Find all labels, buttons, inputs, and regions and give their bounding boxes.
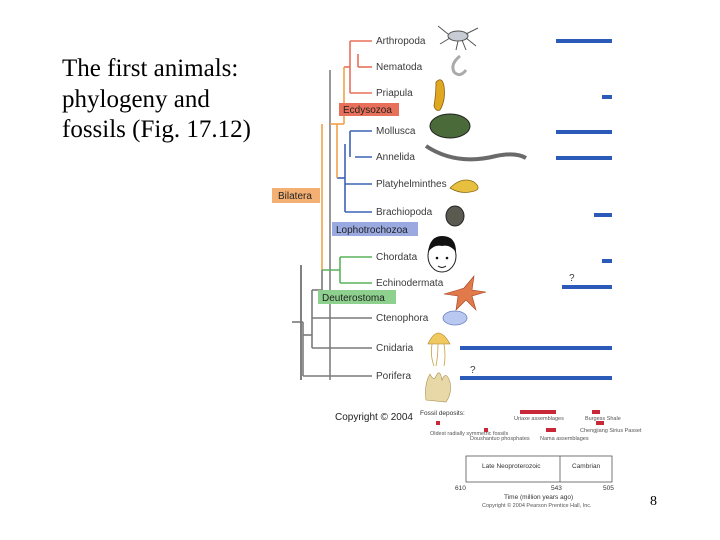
figure-credit: Copyright © 2004 Pearson Prentice Hall, … (482, 502, 592, 509)
nematode-illustration (451, 54, 468, 77)
taxon-ctenophora: Ctenophora (376, 313, 429, 324)
deuterostoma-box (318, 290, 396, 304)
flatworm-illustration (449, 179, 479, 193)
deposit-marker-burgess (592, 410, 600, 414)
timescale-box (465, 455, 613, 483)
range-bar-echinodermata (562, 285, 612, 289)
taxon-cnidaria: Cnidaria (376, 343, 414, 354)
timescale-tick-543: 543 (551, 485, 562, 492)
ecdysozoa-box (339, 103, 399, 116)
deposit-marker-oldest (436, 421, 440, 425)
mollusc-illustration (429, 113, 471, 139)
unknown-mark-porifera: ? (470, 365, 476, 376)
legend-burgess: Burgess Shale (585, 416, 621, 422)
range-bar-chordata (602, 259, 612, 263)
slide-page-number: 8 (650, 494, 657, 509)
deuterostoma-branches (322, 256, 372, 284)
timescale-tick-610: 610 (455, 485, 466, 492)
lophotrochozoa-branches (337, 130, 372, 213)
taxon-nematoda: Nematoda (376, 62, 423, 73)
clade-ecdysozoa: Ecdysozoa (343, 105, 392, 116)
deposit-marker-chengjiang (596, 421, 604, 425)
timescale-cambrian: Cambrian (572, 463, 601, 470)
ctenophore-illustration (442, 310, 468, 326)
legend-uriaxe: Uriaxe assemblages (514, 416, 564, 422)
clade-lophotrochozoa: Lophotrochozoa (336, 225, 408, 236)
timescale-tick-505: 505 (603, 485, 614, 492)
annelid-illustration (424, 144, 528, 162)
jellyfish-illustration (427, 332, 451, 367)
timescale-late-neoproterozoic: Late Neoproterozoic (482, 463, 541, 470)
ecdysozoa-branches (344, 40, 372, 94)
deposit-marker-nama (546, 428, 556, 432)
range-bar-annelida (556, 156, 612, 160)
taxon-arthropoda: Arthropoda (376, 36, 426, 47)
range-bar-cnidaria (460, 346, 612, 350)
sponge-illustration (425, 372, 451, 403)
legend-chengjiang: Chengjiang Sirius Passet (580, 428, 642, 434)
taxon-brachiopoda: Brachiopoda (376, 207, 433, 218)
deposit-marker-doushantuo (484, 428, 488, 432)
legend-oldest-radial: Oldest radially symmetric fossils (430, 431, 508, 437)
basal-branches (292, 270, 372, 377)
slide-title: The first animals: phylogeny and fossils… (62, 55, 251, 143)
unknown-mark-echinodermata: ? (569, 273, 575, 284)
range-bars (460, 39, 612, 380)
deposit-markers (436, 410, 604, 432)
arthropod-illustration (437, 25, 479, 51)
priapulid-illustration (433, 79, 445, 111)
taxon-platyhelminthes: Platyhelminthes (376, 179, 447, 190)
taxon-chordata: Chordata (376, 252, 418, 263)
timescale-axis-label: Time (million years ago) (504, 494, 573, 501)
bilatera-branches (321, 67, 345, 270)
range-bar-mollusca (556, 130, 612, 134)
taxon-mollusca: Mollusca (376, 126, 416, 137)
taxon-priapula: Priapula (376, 88, 413, 99)
taxon-annelida: Annelida (376, 152, 415, 163)
bilatera-box (272, 188, 320, 203)
legend-doushantuo: Doushantuo phosphates (470, 436, 530, 442)
starfish-illustration (443, 274, 487, 312)
taxon-porifera: Porifera (376, 371, 411, 382)
range-bar-brachiopoda (594, 213, 612, 217)
range-bar-priapula (602, 95, 612, 99)
brachiopod-illustration (445, 205, 465, 227)
copyright-text: Copyright © 2004 (335, 412, 413, 423)
taxon-echinodermata: Echinodermata (376, 278, 444, 289)
legend-nama: Nama assemblages (540, 436, 589, 442)
lophotrochozoa-box (332, 222, 418, 236)
clade-bilatera: Bilatera (278, 191, 312, 202)
range-bar-porifera (460, 376, 612, 380)
fossil-deposits-label: Fossil deposits: (420, 410, 465, 417)
human-face-illustration (427, 236, 457, 273)
range-bar-arthropoda (556, 39, 612, 43)
clade-deuterostoma: Deuterostoma (322, 293, 385, 304)
deposit-marker-uriaxe (520, 410, 556, 414)
